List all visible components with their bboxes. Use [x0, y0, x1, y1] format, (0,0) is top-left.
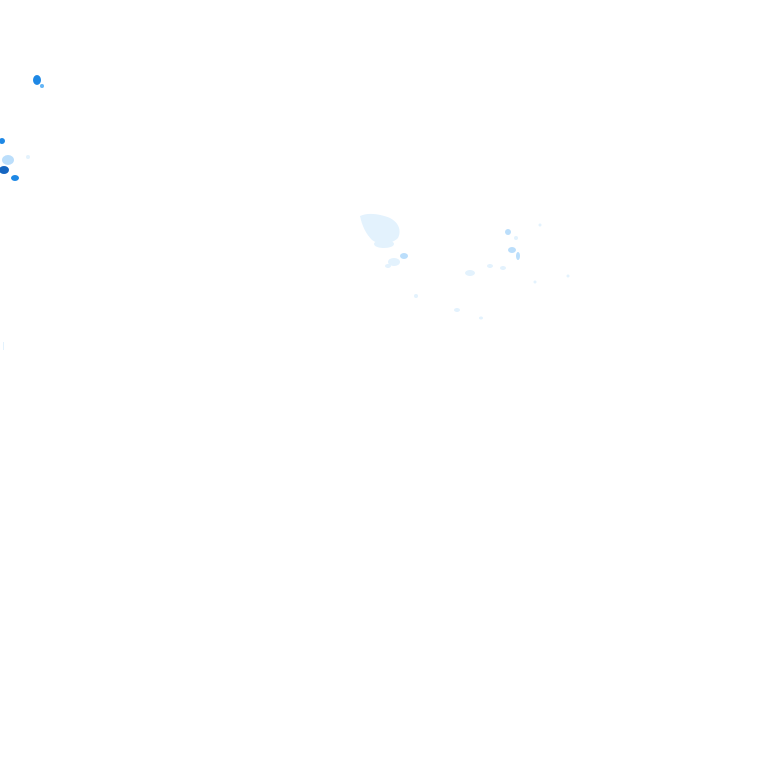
echo-cell	[465, 270, 475, 276]
echo-cell	[33, 75, 41, 85]
echo-cell	[538, 223, 542, 227]
echo-cell	[360, 213, 400, 244]
echo-cell	[508, 247, 516, 253]
echo-cell	[414, 294, 418, 298]
echo-cell	[487, 264, 493, 268]
echo-cell	[11, 175, 19, 181]
echo-cell	[533, 280, 537, 284]
echo-cell	[500, 266, 506, 270]
echo-cell	[505, 229, 511, 235]
echo-cell	[400, 253, 408, 259]
echo-cell	[40, 84, 44, 88]
echo-cell	[454, 308, 460, 312]
echo-cell	[514, 236, 518, 240]
cell-cluster-east	[500, 223, 570, 284]
cell-cluster-northwest	[33, 75, 44, 88]
echo-cell	[0, 138, 5, 144]
echo-cell	[0, 166, 9, 174]
cell-cluster-west	[0, 138, 30, 350]
cell-cluster-central	[360, 213, 493, 320]
echo-cell	[388, 258, 400, 266]
echo-cell	[2, 155, 14, 165]
echo-cell	[479, 316, 483, 320]
echo-cell	[516, 252, 520, 260]
echo-cell	[566, 274, 570, 278]
echo-cell	[385, 264, 391, 268]
echo-cell	[26, 155, 30, 159]
echo-cell	[374, 240, 394, 248]
echo-cell	[3, 342, 4, 350]
